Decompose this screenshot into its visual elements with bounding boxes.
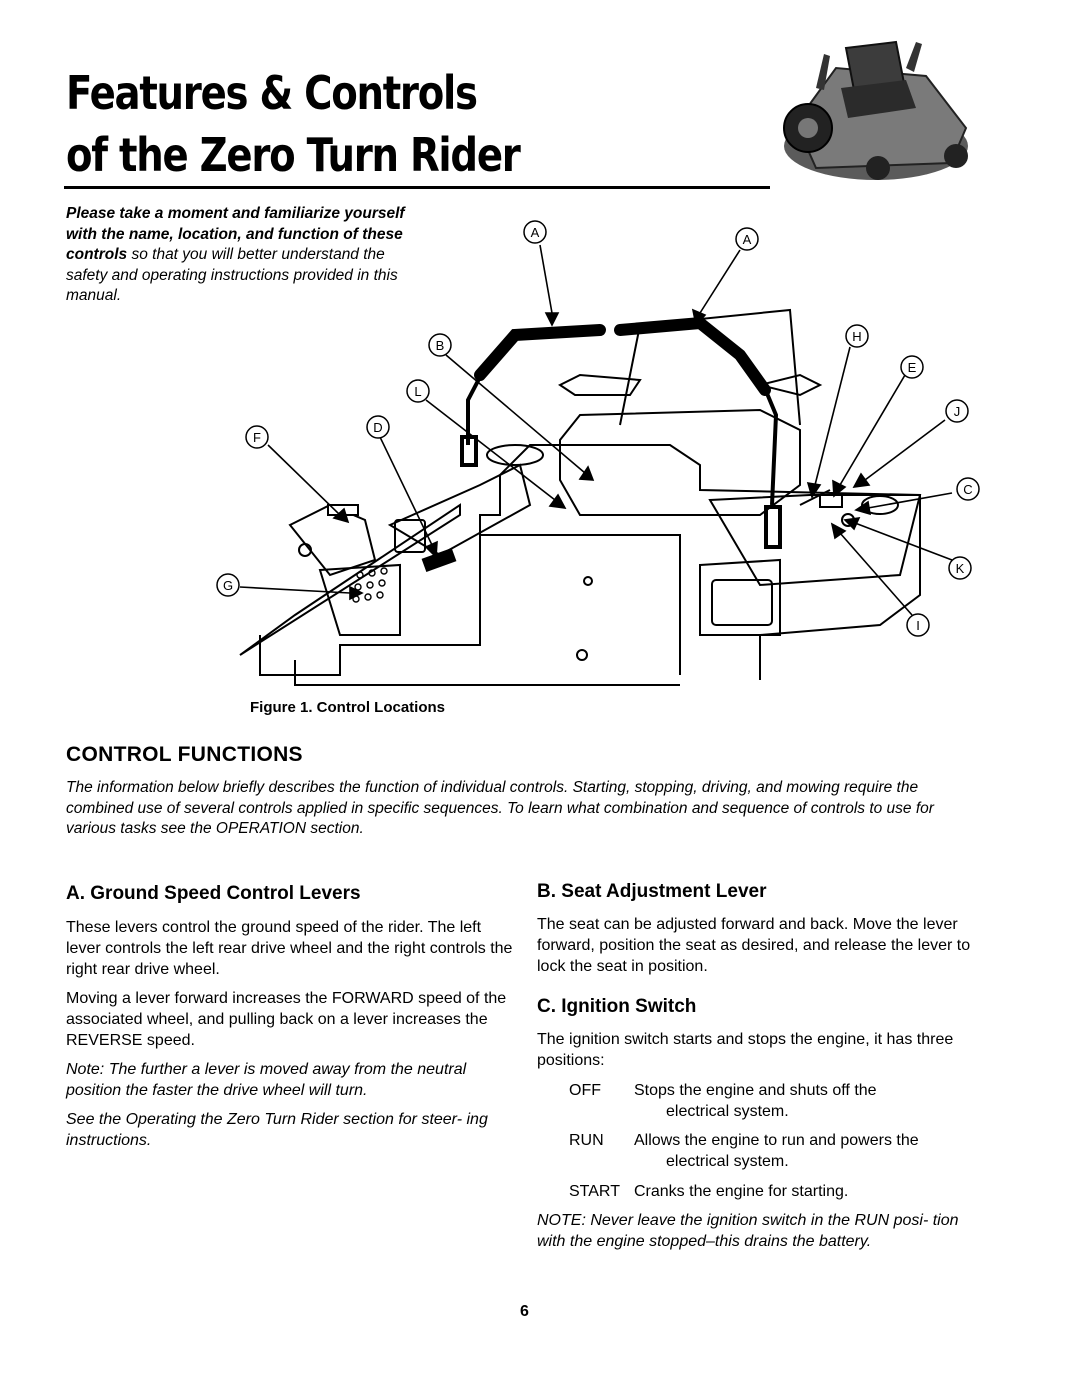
control-locations-figure: A A B H E L J F D C G K I <box>216 220 980 686</box>
page-title: Features & Controls of the Zero Turn Rid… <box>66 62 521 186</box>
section-a-note: Note: The further a lever is moved away … <box>66 1061 467 1099</box>
section-a-paragraph-1: These levers control the ground speed of… <box>66 919 513 978</box>
section-c-heading: C. Ignition Switch <box>537 996 697 1017</box>
section-b-paragraph: The seat can be adjusted forward and bac… <box>537 916 971 975</box>
position-description: Cranks the engine for starting. <box>634 1181 989 1202</box>
position-key: OFF <box>569 1082 601 1099</box>
intro-bold-text: Please take a moment and familiarize you… <box>66 205 405 263</box>
callout-label: I <box>916 618 920 633</box>
callout-label: A <box>743 232 752 247</box>
callout-label: G <box>223 578 233 593</box>
callout-label: E <box>908 360 917 375</box>
position-desc-line1: Allows the engine to run and powers the <box>634 1132 919 1149</box>
position-desc-line1: Cranks the engine for starting. <box>634 1183 849 1200</box>
title-rule <box>64 186 770 189</box>
section-b-heading: B. Seat Adjustment Lever <box>537 881 767 902</box>
callout-label: J <box>954 404 961 419</box>
position-description: Stops the engine and shuts off the elect… <box>634 1080 989 1122</box>
figure-caption: Figure 1. Control Locations <box>250 699 446 716</box>
position-key: START <box>569 1183 620 1200</box>
callout-label: A <box>531 225 540 240</box>
title-line-2: of the Zero Turn Rider <box>66 128 521 182</box>
callout-label: D <box>373 420 382 435</box>
page-number: 6 <box>520 1303 529 1320</box>
callout-label: L <box>414 384 421 399</box>
callout-label: F <box>253 430 261 445</box>
position-desc-line1: Stops the engine and shuts off the <box>634 1082 877 1099</box>
callout-label: C <box>963 482 972 497</box>
control-functions-heading: CONTROL FUNCTIONS <box>66 743 303 766</box>
section-c-paragraph: The ignition switch starts and stops the… <box>537 1031 954 1069</box>
position-key: RUN <box>569 1132 604 1149</box>
section-a-heading: A. Ground Speed Control Levers <box>66 883 361 904</box>
section-a-paragraph-2: Moving a lever forward increases the FOR… <box>66 990 507 1049</box>
intro-paragraph: Please take a moment and familiarize you… <box>66 204 426 307</box>
control-functions-lead: The information below briefly describes … <box>66 779 934 837</box>
callout-label: H <box>852 329 861 344</box>
title-line-1: Features & Controls <box>66 66 478 120</box>
intro-rest-text: so that you will better understand the s… <box>66 246 398 304</box>
position-description: Allows the engine to run and powers the … <box>634 1130 989 1172</box>
section-c-note: NOTE: Never leave the ignition switch in… <box>537 1212 959 1250</box>
callout-label: K <box>956 561 965 576</box>
section-a-see-also: See the Operating the Zero Turn Rider se… <box>66 1111 488 1149</box>
callout-label: B <box>436 338 445 353</box>
zero-turn-mower-thumbnail <box>783 40 968 180</box>
position-desc-line2: electrical system. <box>666 1103 789 1120</box>
position-desc-line2: electrical system. <box>666 1153 789 1170</box>
